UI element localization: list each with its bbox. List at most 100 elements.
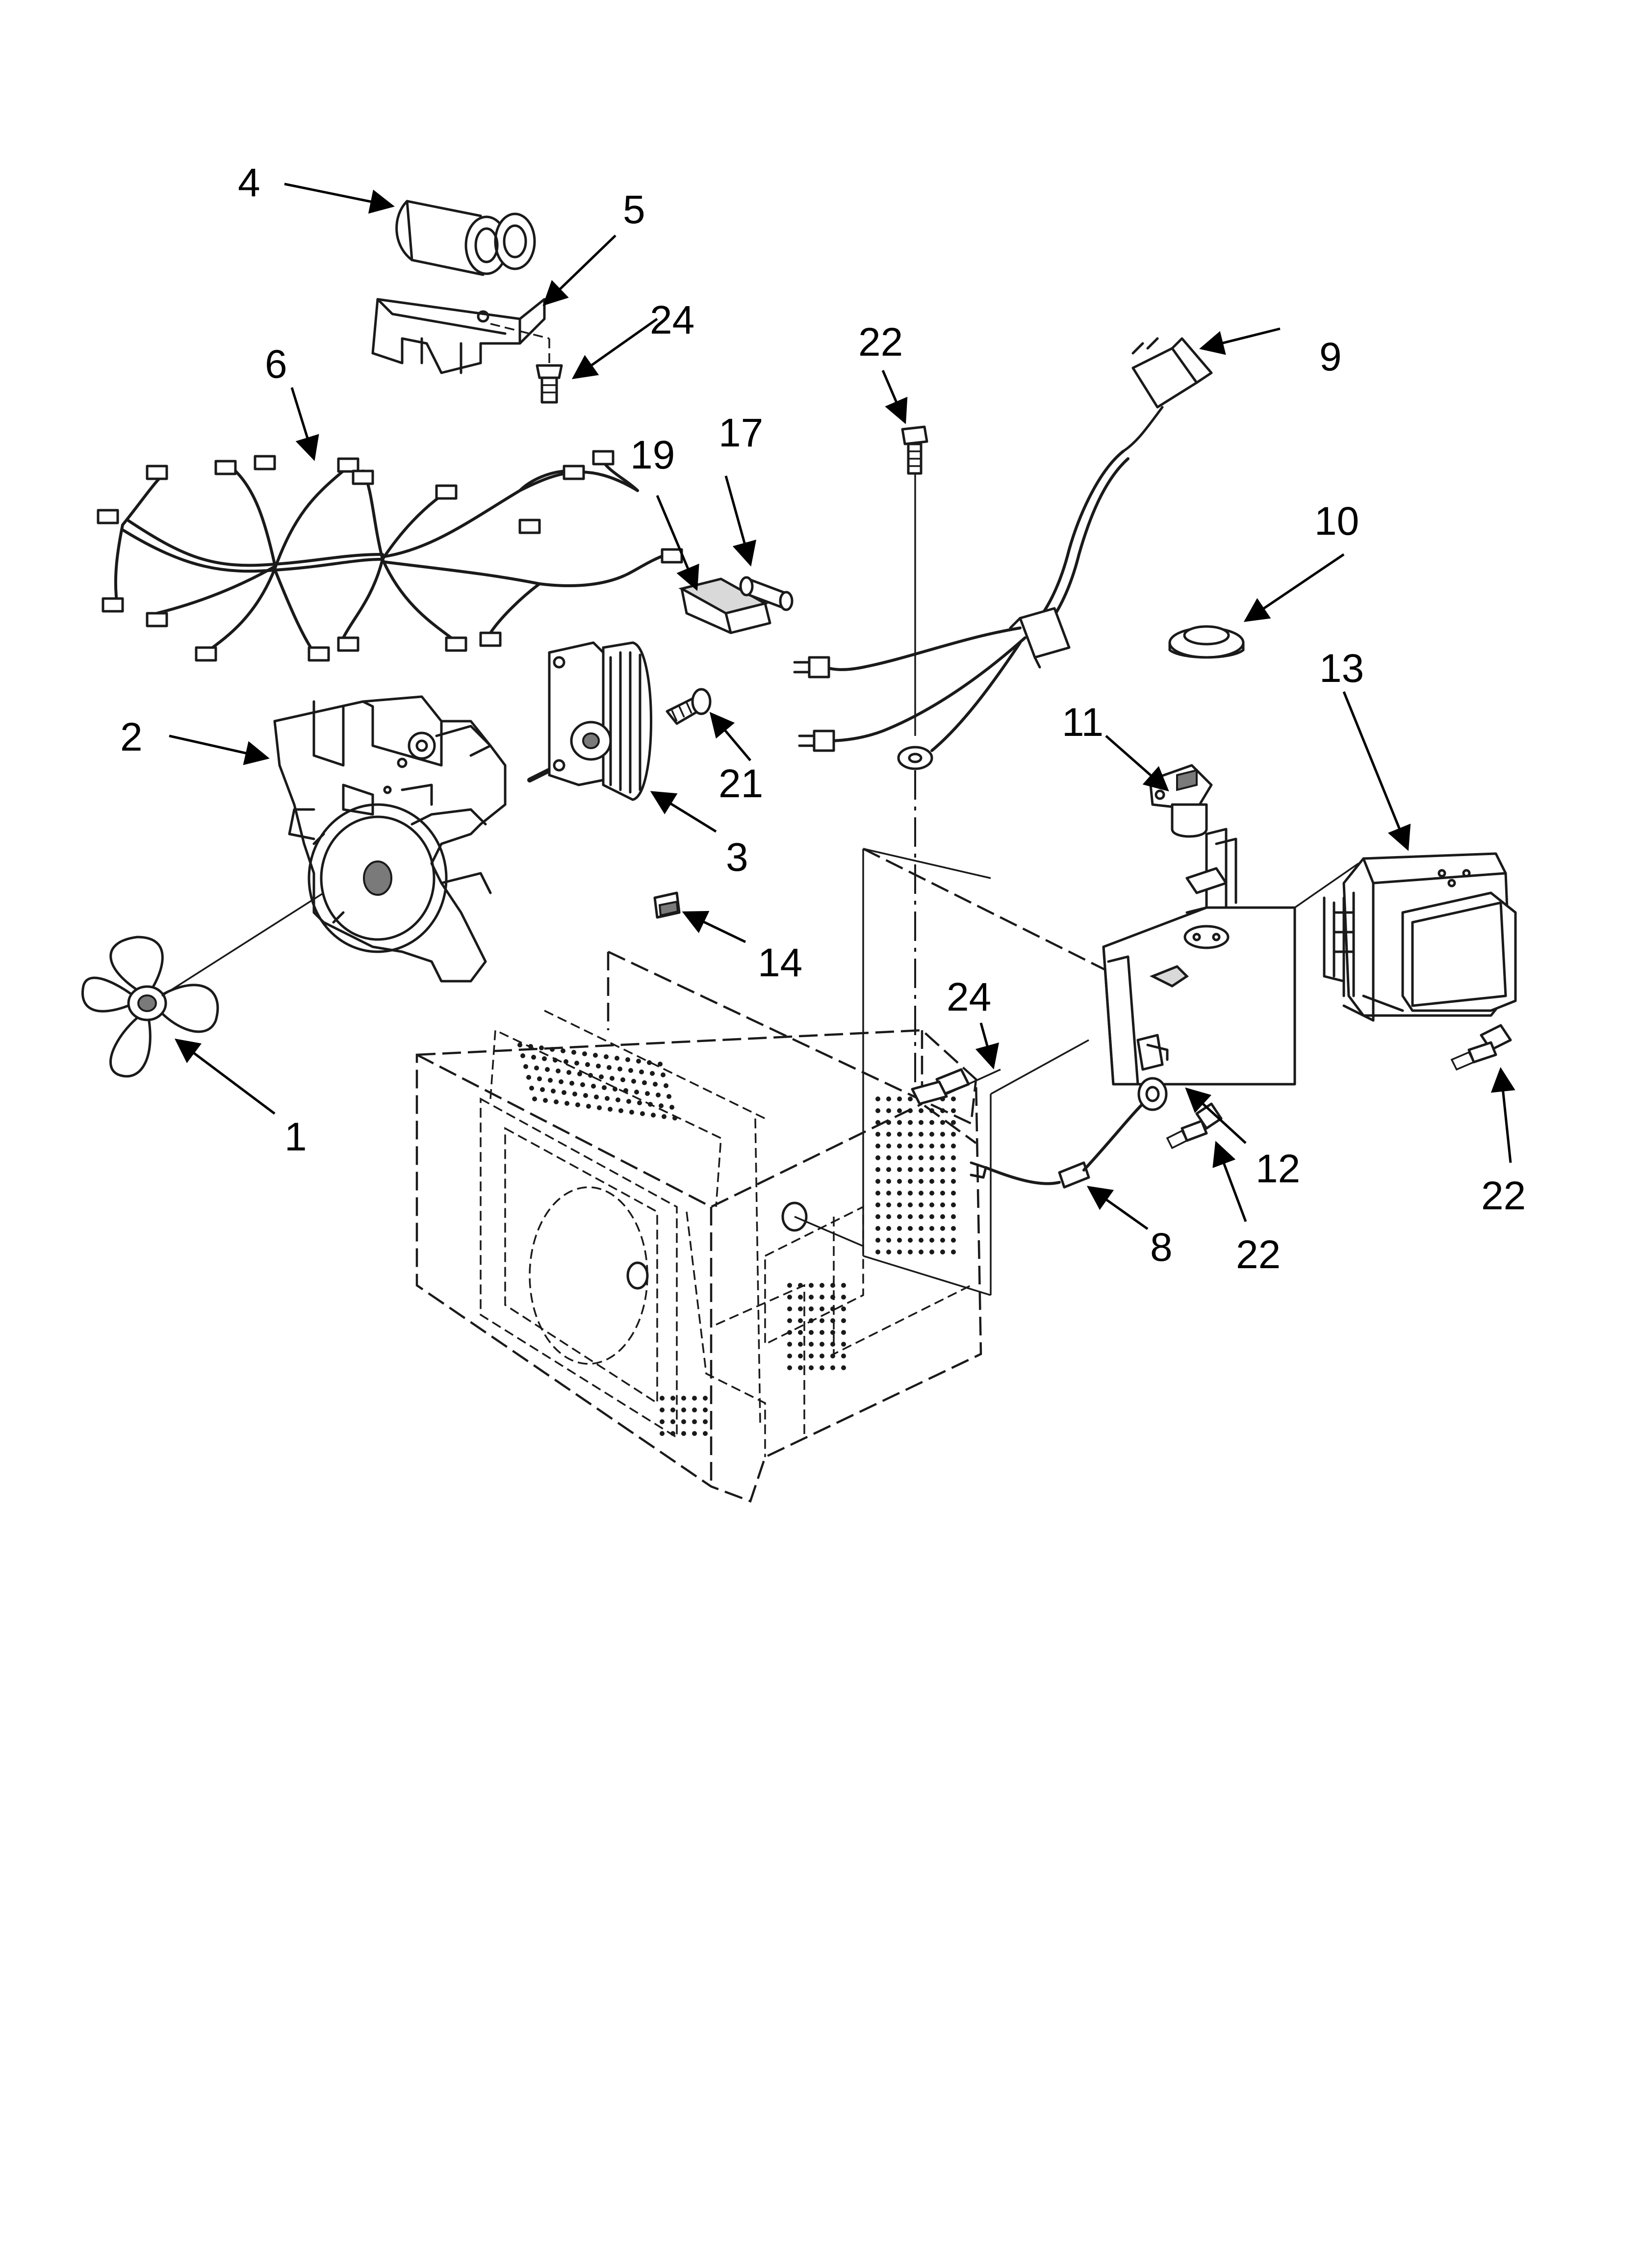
callout-4: 4 [238, 160, 260, 205]
perforation-dot [886, 1214, 891, 1219]
perforation-dot [798, 1330, 803, 1335]
perforation-dot [951, 1191, 956, 1196]
perforation-dot [620, 1077, 625, 1082]
perforation-dot [528, 1044, 533, 1049]
perforation-dot [919, 1179, 924, 1184]
perforation-dot [897, 1132, 902, 1137]
perforation-dot [574, 1061, 579, 1066]
perforation-dot [787, 1306, 792, 1311]
perforation-dot [577, 1071, 582, 1076]
perforation-dot [886, 1167, 891, 1172]
perforation-dot [951, 1167, 956, 1172]
perforation-dot [929, 1191, 934, 1196]
perforation-dot [653, 1082, 658, 1087]
perforation-dot [648, 1102, 653, 1107]
perforation-dot [798, 1283, 803, 1288]
perforation-dot [545, 1067, 550, 1072]
perforation-dot [908, 1179, 913, 1184]
perforation-dot [564, 1059, 568, 1064]
perforation-dot [830, 1330, 835, 1335]
perforation-dot [841, 1306, 846, 1311]
perforation-dot [951, 1214, 956, 1219]
perforation-dot [951, 1202, 956, 1207]
perforation-dot [830, 1354, 835, 1358]
perforation-dot [919, 1108, 924, 1113]
perforation-dot [897, 1155, 902, 1160]
perforation-dot [897, 1250, 902, 1254]
perforation-dot [940, 1250, 945, 1254]
perforation-dot [820, 1365, 824, 1370]
perforation-dot [664, 1083, 668, 1088]
perforation-dot [540, 1087, 545, 1092]
perforation-dot [940, 1202, 945, 1207]
callout-5: 5 [623, 187, 645, 232]
perforation-dot [929, 1238, 934, 1243]
perforation-dot [554, 1099, 559, 1104]
microwave-cavity-outline [415, 950, 982, 1503]
perforation-dot [634, 1090, 639, 1095]
perforation-dot [940, 1226, 945, 1231]
perforation-dot [940, 1132, 945, 1137]
callout-6: 6 [265, 342, 287, 387]
perforation-dot [886, 1238, 891, 1243]
perforation-dot [660, 1431, 665, 1436]
callout-22: 22 [1236, 1232, 1281, 1277]
perforation-dot [692, 1419, 697, 1424]
perforation-dot [580, 1082, 585, 1087]
perforation-dot [875, 1132, 880, 1137]
perforation-dot [787, 1365, 792, 1370]
capacitor-part [395, 200, 536, 276]
transformer-part [1323, 852, 1517, 1022]
perforation-dot [650, 1071, 655, 1076]
perforation-dot [669, 1105, 674, 1110]
fan-blade-part [81, 892, 324, 1078]
ground-screw-22-part [897, 425, 933, 1099]
perforation-dot [662, 1114, 667, 1119]
perforation-dot [908, 1096, 913, 1101]
perforation-dot [692, 1396, 697, 1401]
perforation-dot [940, 1108, 945, 1113]
perforation-dot [908, 1238, 913, 1243]
capacitor-bracket-part [371, 298, 546, 374]
perforation-dot [537, 1076, 542, 1081]
perforation-dot [830, 1295, 835, 1300]
callout-9: 9 [1319, 335, 1342, 379]
screw-21-part [666, 688, 712, 725]
perforation-dot [651, 1113, 656, 1118]
thermostat-part [1168, 625, 1245, 659]
perforation-dot [787, 1354, 792, 1358]
perforation-dot [629, 1110, 634, 1115]
perforation-dot [841, 1330, 846, 1335]
perforation-dot [908, 1108, 913, 1113]
perforation-dot [616, 1097, 620, 1102]
perforation-dot [532, 1096, 537, 1101]
perforation-dot [897, 1096, 902, 1101]
perforation-dot [929, 1144, 934, 1148]
perforation-dot [908, 1144, 913, 1148]
perforation-dot [929, 1202, 934, 1207]
perforation-dot [908, 1226, 913, 1231]
callout-22: 22 [1481, 1173, 1526, 1218]
perforation-dot [919, 1214, 924, 1219]
perforation-dot [583, 1093, 588, 1098]
fan-motor-part [527, 641, 652, 801]
perforation-dot [897, 1120, 902, 1125]
perforation-dot [692, 1408, 697, 1412]
perforation-dot [886, 1144, 891, 1148]
perforation-dot [548, 1078, 553, 1083]
callout-8: 8 [1150, 1225, 1173, 1270]
perforation-dot [929, 1226, 934, 1231]
perforation-dot [645, 1091, 650, 1096]
perforation-dot [517, 1043, 522, 1047]
leader-lines [169, 182, 1515, 1230]
callout-13: 13 [1319, 646, 1364, 691]
perforation-dot [593, 1053, 598, 1058]
perforation-dot [520, 1053, 525, 1058]
perforation-dot [908, 1167, 913, 1172]
perforation-dot [875, 1144, 880, 1148]
perforation-dot [875, 1202, 880, 1207]
perforation-dot [809, 1354, 814, 1358]
perforation-dot [658, 1062, 663, 1067]
perforation-dot [908, 1155, 913, 1160]
perforation-dot [919, 1132, 924, 1137]
